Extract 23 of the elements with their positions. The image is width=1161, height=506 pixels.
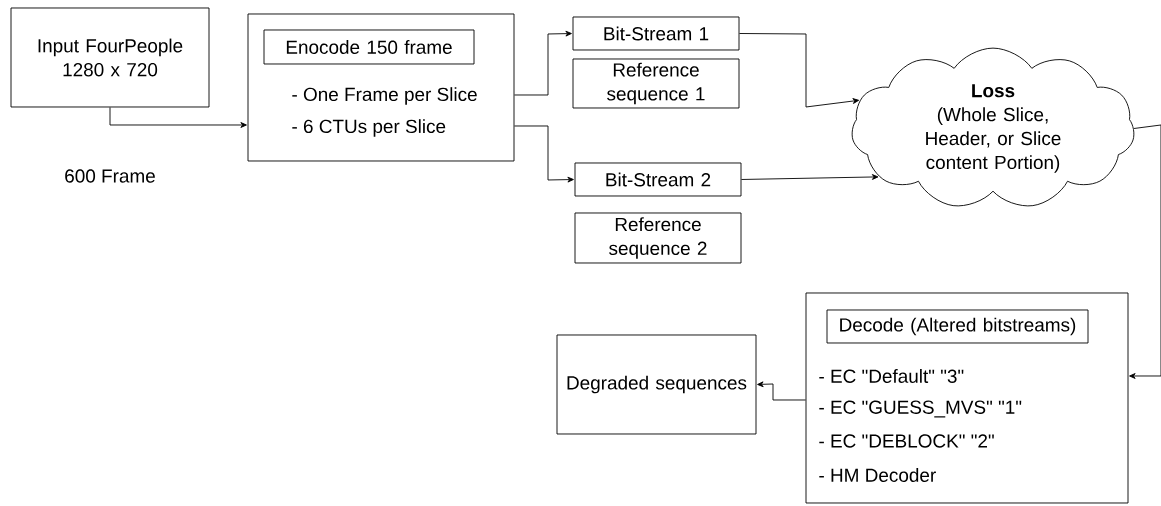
list-item: - EC "DEBLOCK" "2" <box>819 434 994 448</box>
arrow <box>741 174 879 180</box>
reference-box: Reference sequence 1 <box>572 58 740 109</box>
arrow <box>514 125 574 183</box>
list-item: - EC "Default" "3" <box>819 369 964 383</box>
arrow <box>757 381 806 401</box>
arrow <box>109 107 247 128</box>
list-item: - One Frame per Slice <box>292 87 477 105</box>
arrow <box>1129 124 1161 379</box>
note-text: 600 Frame <box>65 169 155 183</box>
heading-box: Enocode 150 frame <box>263 29 475 65</box>
bitstream-box: Bit-Stream 1 <box>572 16 740 51</box>
arrow <box>739 33 860 108</box>
input-box: Input FourPeople 1280 x 720 <box>10 7 210 108</box>
list-item: - HM Decoder <box>819 468 936 482</box>
bitstream-box: Bit-Stream 2 <box>574 162 742 197</box>
list-item: - EC "GUESS_MVS" "1" <box>819 400 1022 418</box>
loss-cloud: Loss (Whole Slice, Header, or Slice content Portion) <box>851 47 1135 207</box>
heading-box: Decode (Altered bitstreams) <box>826 309 1089 344</box>
list-item: - 6 CTUs per Slice <box>292 119 446 137</box>
output-box: Degraded sequences <box>556 334 757 435</box>
reference-box: Reference sequence 2 <box>574 212 742 264</box>
arrow <box>514 30 572 96</box>
